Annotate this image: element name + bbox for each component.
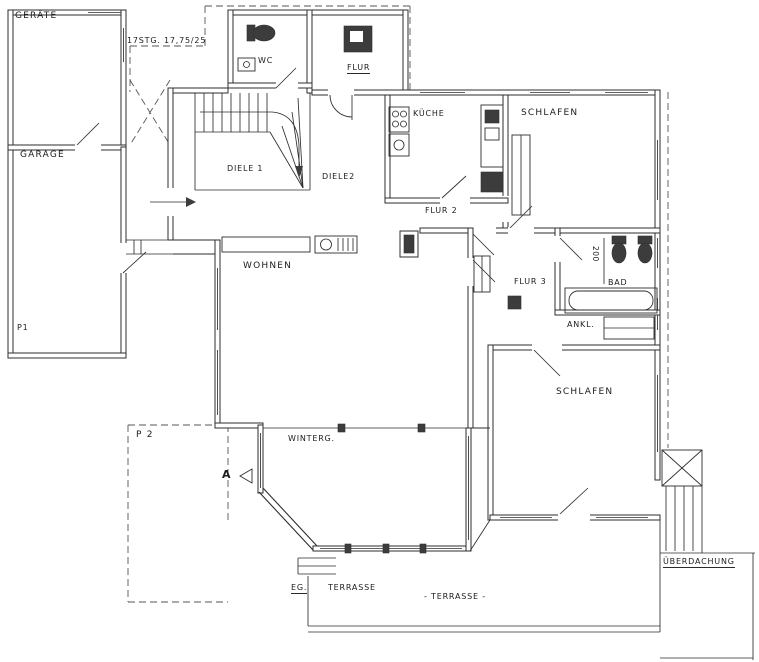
- closet-icon: [603, 316, 655, 340]
- room-label-diele1: DIELE 1: [227, 164, 264, 173]
- parking-p2-outline: [127, 424, 229, 603]
- kitchen-sink-icon: [388, 133, 410, 157]
- canopy: [660, 449, 755, 660]
- level-label-eg: EG.: [291, 583, 308, 594]
- stove-icon: [388, 106, 410, 133]
- parking-label-p1: P1: [17, 323, 29, 332]
- room-label-schlafen-right: SCHLAFEN: [556, 387, 614, 397]
- room-label-diele2: DIELE2: [322, 172, 355, 181]
- kitchen-counter: [480, 104, 504, 168]
- bidet-icon: [637, 242, 653, 264]
- walkway: [126, 239, 173, 255]
- room-label-garage: GARAGE: [20, 150, 65, 160]
- room-label-ankl: ANKL.: [567, 320, 595, 329]
- toilet-icon: [611, 242, 627, 264]
- room-label-schlafen-top: SCHLAFEN: [521, 108, 579, 118]
- staircase: [194, 93, 311, 191]
- wardrobe-icon: [511, 134, 531, 216]
- room-label-geraete: GERÄTE: [15, 11, 58, 21]
- kitchen-fixtures: [388, 104, 504, 193]
- section-triangle-icon: [239, 468, 253, 484]
- roof-outline-dashed: [129, 5, 669, 448]
- kitchen-walls: [384, 94, 661, 256]
- room-label-winterg: WINTERG.: [288, 434, 335, 443]
- dimension-200: 200: [591, 246, 600, 262]
- terrace-label-left: TERRASSE: [328, 583, 376, 592]
- bathtub-icon: [564, 287, 658, 314]
- outbuilding-walls: [7, 9, 147, 359]
- radiator-icon: [314, 235, 358, 254]
- entry-arrow-icon: [150, 197, 196, 207]
- wc-flur-walls: [167, 9, 409, 241]
- wc-toilet-icon: [252, 24, 276, 42]
- stairs-annotation: 17STG. 17,75/25: [127, 36, 207, 45]
- section-marker-label: A: [222, 468, 231, 481]
- wc-sink-icon: [237, 57, 256, 72]
- fireplace-icon: [507, 295, 522, 310]
- room-label-flur3: FLUR 3: [514, 277, 547, 286]
- room-label-kueche: KÜCHE: [413, 109, 445, 118]
- bath-fixtures: [564, 235, 658, 314]
- winter-garden: [214, 422, 472, 554]
- room-label-flur: FLUR: [347, 63, 371, 74]
- fridge-icon: [480, 171, 504, 193]
- terrace: [297, 519, 661, 633]
- flur-appliance-icon: [343, 25, 373, 53]
- living-room-walls: [173, 230, 419, 429]
- interior-walls: [467, 227, 661, 521]
- room-label-wc: WC: [258, 56, 274, 65]
- hall-fixtures: [473, 255, 522, 310]
- canopy-label: ÜBERDACHUNG: [663, 557, 735, 568]
- room-label-flur2: FLUR 2: [425, 206, 458, 215]
- parking-label-p2: P 2: [136, 430, 154, 440]
- room-label-wohnen: WOHNEN: [243, 261, 293, 271]
- terrace-label-center: - TERRASSE -: [424, 592, 486, 601]
- wc-fixtures: [237, 24, 276, 72]
- room-label-bad: BAD: [608, 278, 628, 287]
- chimney-icon: [399, 230, 419, 258]
- exterior-walls: [311, 89, 661, 481]
